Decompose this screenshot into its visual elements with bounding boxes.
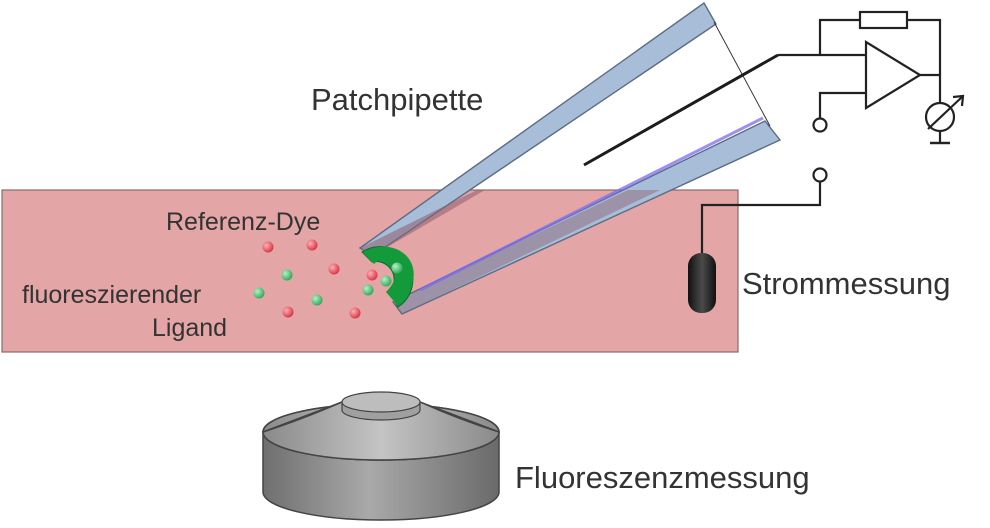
ligand-particle — [391, 262, 403, 274]
patch-pipette — [358, 1, 782, 315]
ligand-label-line1: fluoreszierender — [22, 281, 201, 309]
ligand-particle — [380, 275, 392, 287]
switch-terminal-icon — [812, 167, 828, 183]
bath-electrode — [688, 253, 716, 313]
pipette-lower-submerged — [393, 190, 660, 314]
reference-dye-particle — [306, 239, 318, 251]
reference-dye-label: Referenz-Dye — [166, 208, 320, 236]
ammeter-icon — [924, 94, 965, 133]
laser-beam — [419, 116, 764, 292]
reference-dye-particle — [262, 241, 274, 253]
pipette-upper-submerged — [360, 190, 485, 256]
ligand-particle — [281, 269, 293, 281]
reference-dye-particles — [262, 239, 378, 319]
ligand-label-line2: Ligand — [152, 314, 227, 342]
membrane-patch-shape — [363, 246, 414, 306]
current-measurement-label: Strommessung — [742, 266, 950, 301]
reference-dye-particle — [282, 306, 294, 318]
amplifier-icon — [864, 40, 923, 110]
reference-dye-particle — [366, 269, 378, 281]
fluorescence-measurement-label: Fluoreszenzmessung — [515, 460, 810, 495]
ligand-particle — [311, 294, 323, 306]
objective-lens — [262, 391, 500, 521]
pipette-label: Patchpipette — [311, 82, 483, 117]
ligand-particles — [253, 262, 403, 306]
reference-dye-particle — [349, 307, 361, 319]
pipette-wire — [583, 53, 779, 167]
ligand-particle — [253, 287, 265, 299]
reference-dye-particle — [328, 263, 340, 275]
switch-terminal-icon — [812, 117, 828, 133]
resistor-icon — [858, 10, 909, 30]
ligand-particle — [362, 284, 374, 296]
